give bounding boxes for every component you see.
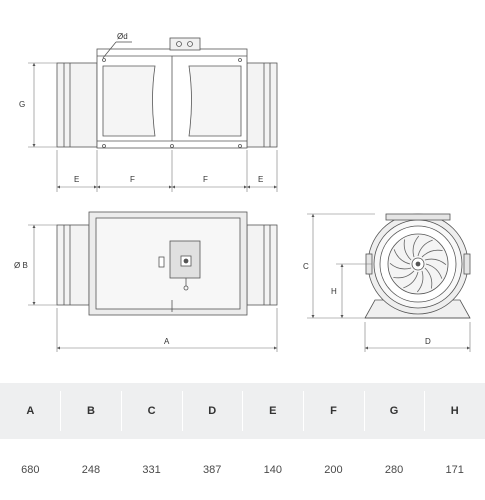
column-divider bbox=[60, 391, 61, 431]
label-f-right: F bbox=[203, 175, 208, 184]
column-divider bbox=[303, 391, 304, 431]
table-value-row: 680 248 331 387 140 200 280 171 bbox=[0, 439, 485, 500]
dimension-h bbox=[336, 263, 372, 318]
label-h: H bbox=[331, 287, 337, 296]
dimension-g bbox=[28, 62, 57, 148]
value-h: 171 bbox=[445, 463, 464, 476]
dimension-efe bbox=[56, 150, 278, 192]
impeller-blade bbox=[416, 270, 424, 293]
value-c: 331 bbox=[142, 463, 161, 476]
column-divider bbox=[424, 391, 425, 431]
value-d: 387 bbox=[203, 463, 222, 476]
label-d: Ød bbox=[117, 32, 128, 41]
label-c: C bbox=[303, 262, 309, 271]
header-e: E bbox=[269, 405, 277, 417]
header-g: G bbox=[389, 405, 399, 417]
dimension-d bbox=[364, 322, 471, 352]
column-divider bbox=[364, 391, 365, 431]
label-b: Ø B bbox=[14, 261, 28, 270]
impeller-blade bbox=[403, 271, 419, 289]
impeller-blade bbox=[417, 239, 433, 257]
dimension-b bbox=[28, 224, 57, 306]
column-divider bbox=[182, 391, 183, 431]
impeller-blade bbox=[403, 239, 412, 261]
header-h: H bbox=[450, 405, 459, 417]
label-f-left: F bbox=[130, 175, 135, 184]
impeller-blade bbox=[412, 235, 420, 258]
impeller-blade bbox=[393, 249, 411, 265]
technical-drawing: Ød G E F F E bbox=[14, 32, 471, 352]
impeller-blade bbox=[425, 263, 443, 279]
impeller-blade bbox=[393, 270, 415, 279]
table-header-row: A B C D E F G H bbox=[0, 383, 485, 439]
header-b: B bbox=[86, 405, 95, 417]
label-dd: D bbox=[425, 337, 431, 346]
impeller-blade bbox=[389, 262, 412, 270]
label-a: A bbox=[164, 337, 170, 346]
dimension-a bbox=[56, 308, 278, 352]
value-f: 200 bbox=[324, 463, 343, 476]
label-e-right: E bbox=[258, 175, 263, 184]
dimensions-table: A B C D E F G H 680 248 331 387 140 200 … bbox=[0, 383, 485, 500]
label-e-left: E bbox=[74, 175, 79, 184]
column-divider bbox=[242, 391, 243, 431]
impeller-blade bbox=[424, 258, 447, 266]
value-a: 680 bbox=[21, 463, 40, 476]
dimension-c bbox=[307, 213, 375, 319]
value-g: 280 bbox=[384, 463, 404, 476]
header-f: F bbox=[330, 405, 337, 417]
impeller-blade bbox=[421, 249, 443, 258]
label-g: G bbox=[19, 100, 25, 109]
value-b: 248 bbox=[81, 463, 101, 476]
top-view bbox=[56, 37, 278, 149]
impeller-blade bbox=[424, 267, 433, 289]
side-view bbox=[56, 211, 278, 316]
column-divider bbox=[121, 391, 122, 431]
header-d: D bbox=[208, 405, 217, 417]
value-e: 140 bbox=[263, 463, 282, 476]
front-view bbox=[364, 213, 471, 319]
header-c: C bbox=[147, 405, 156, 417]
header-a: A bbox=[26, 405, 35, 417]
